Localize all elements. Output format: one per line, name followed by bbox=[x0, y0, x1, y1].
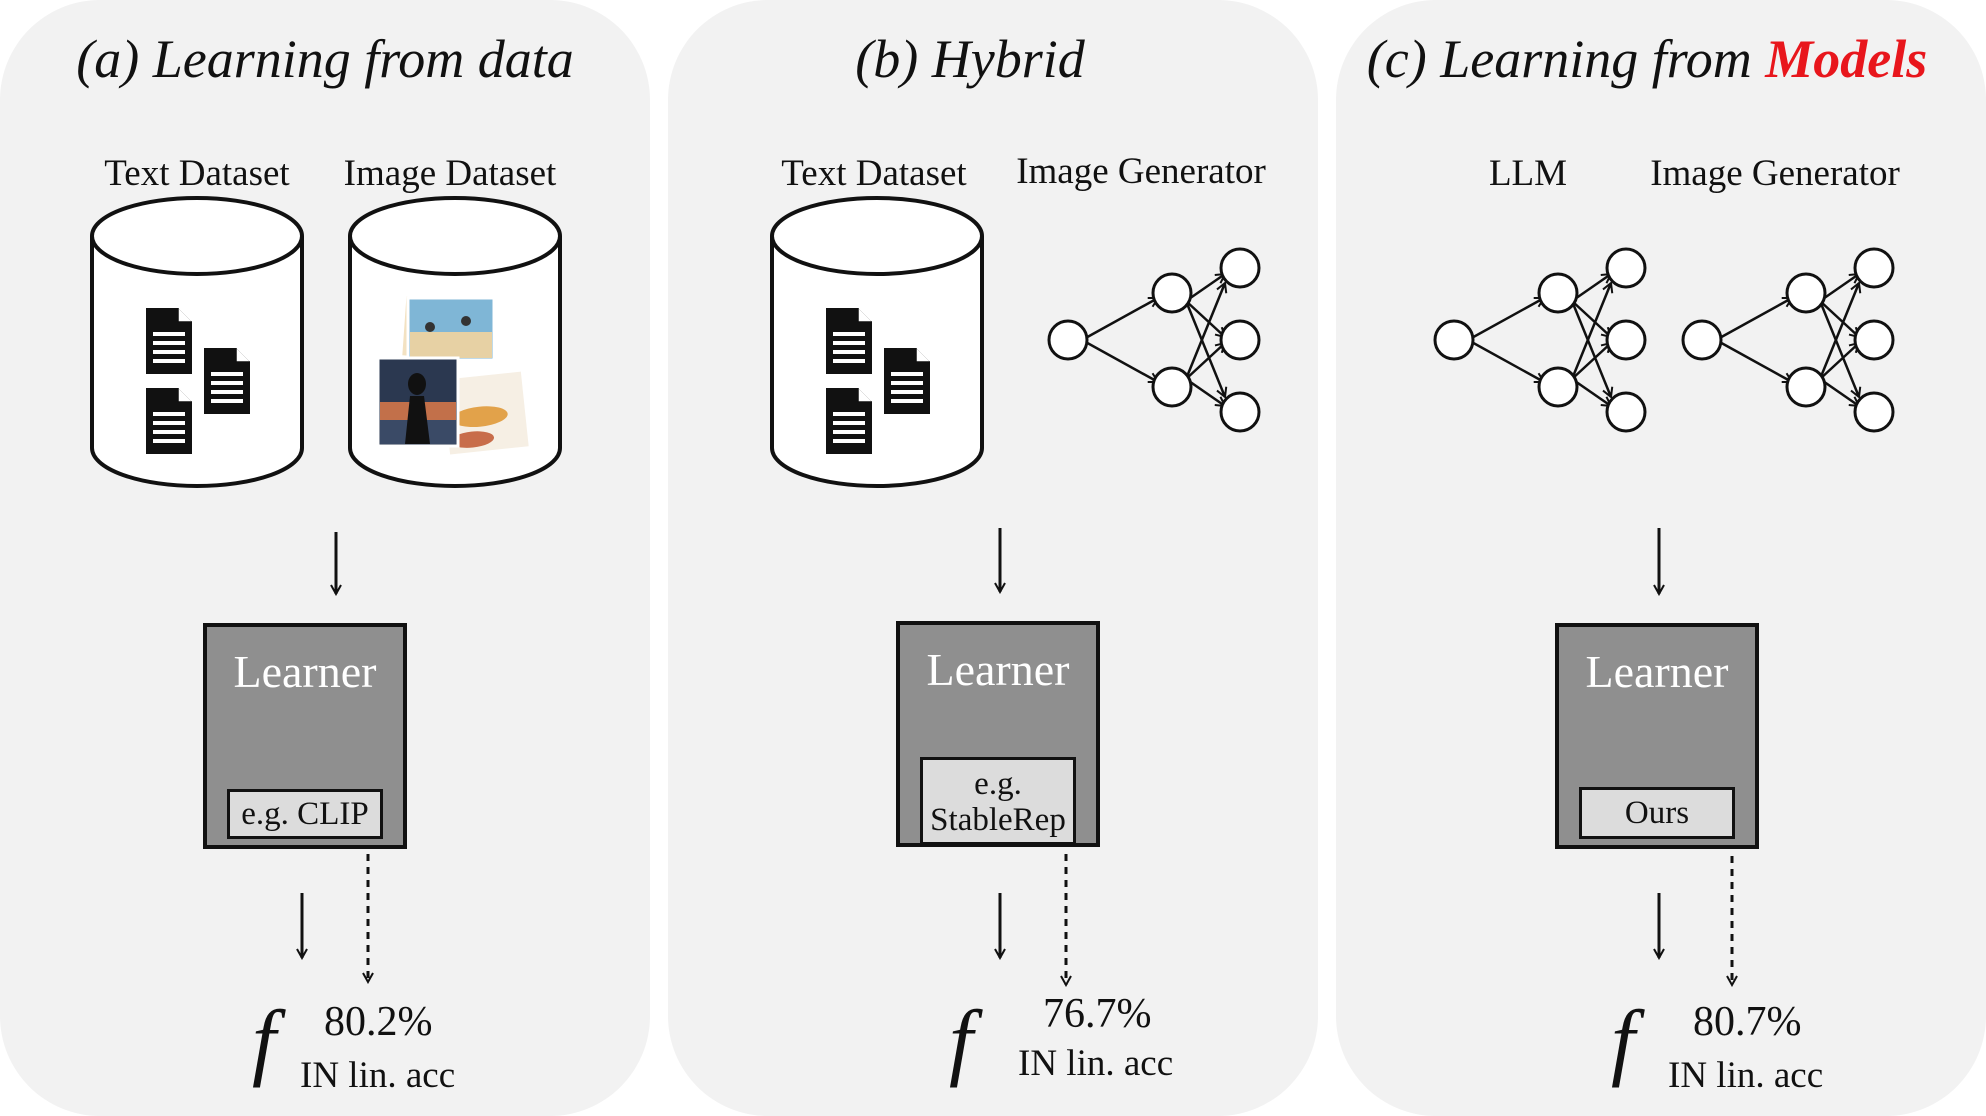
panel-a-text-dataset-label: Text Dataset bbox=[104, 153, 290, 194]
panel-a-photo-collage bbox=[376, 293, 532, 458]
panel-b-image-generator-network bbox=[1049, 249, 1259, 431]
panel-c-image-generator-label: Image Generator bbox=[1650, 153, 1900, 194]
panel-a-text-dataset-cylinder bbox=[90, 196, 304, 488]
panel-learning-from-models bbox=[1336, 0, 1986, 1116]
panel-b-method-label: e.g. StableRep bbox=[920, 757, 1076, 845]
panel-a-method-label: e.g. CLIP bbox=[227, 789, 383, 839]
panel-a-learner-box: Learner e.g. CLIP bbox=[203, 623, 407, 849]
panel-c-title-text: (c) Learning from bbox=[1366, 29, 1766, 89]
panel-b-image-generator-label: Image Generator bbox=[1016, 151, 1266, 192]
panel-a-learner-label: Learner bbox=[233, 646, 377, 697]
panel-a-title: (a) Learning from data bbox=[0, 28, 650, 90]
panel-a-title-text: (a) Learning from data bbox=[76, 29, 574, 89]
panel-c-llm-network bbox=[1435, 249, 1645, 431]
panel-c-accuracy: 80.7% bbox=[1693, 999, 1802, 1045]
panel-learning-from-data bbox=[0, 0, 650, 1116]
panel-b-title: (b) Hybrid bbox=[645, 28, 1295, 90]
panel-c-learner-box: Learner Ours bbox=[1555, 623, 1759, 849]
panel-c-f-symbol: f bbox=[1611, 992, 1635, 1088]
panel-c-method-label: Ours bbox=[1579, 787, 1735, 839]
panel-b-text-dataset-label: Text Dataset bbox=[781, 153, 967, 194]
panel-c-llm-label: LLM bbox=[1488, 153, 1568, 194]
panel-a-accuracy-label: IN lin. acc bbox=[300, 1055, 456, 1096]
panel-c-title: (c) Learning from Models bbox=[1322, 28, 1972, 90]
panel-b-learner-label: Learner bbox=[926, 644, 1070, 695]
panel-a-accuracy: 80.2% bbox=[324, 999, 433, 1045]
panel-a-image-dataset-label: Image Dataset bbox=[343, 153, 557, 194]
panel-c-learner-label: Learner bbox=[1585, 646, 1729, 697]
panel-b-f-symbol: f bbox=[949, 992, 973, 1088]
panel-hybrid bbox=[668, 0, 1318, 1116]
panel-c-title-highlight: Models bbox=[1765, 29, 1928, 89]
panel-b-accuracy-label: IN lin. acc bbox=[1018, 1043, 1174, 1084]
panel-c-image-generator-network bbox=[1683, 249, 1893, 431]
panel-a-f-symbol: f bbox=[252, 992, 276, 1088]
panel-c-accuracy-label: IN lin. acc bbox=[1668, 1055, 1824, 1096]
panel-b-title-text: (b) Hybrid bbox=[855, 29, 1085, 89]
panel-b-text-dataset-cylinder bbox=[770, 196, 984, 488]
panel-b-learner-box: Learner e.g. StableRep bbox=[896, 621, 1100, 847]
panel-b-accuracy: 76.7% bbox=[1043, 991, 1152, 1037]
